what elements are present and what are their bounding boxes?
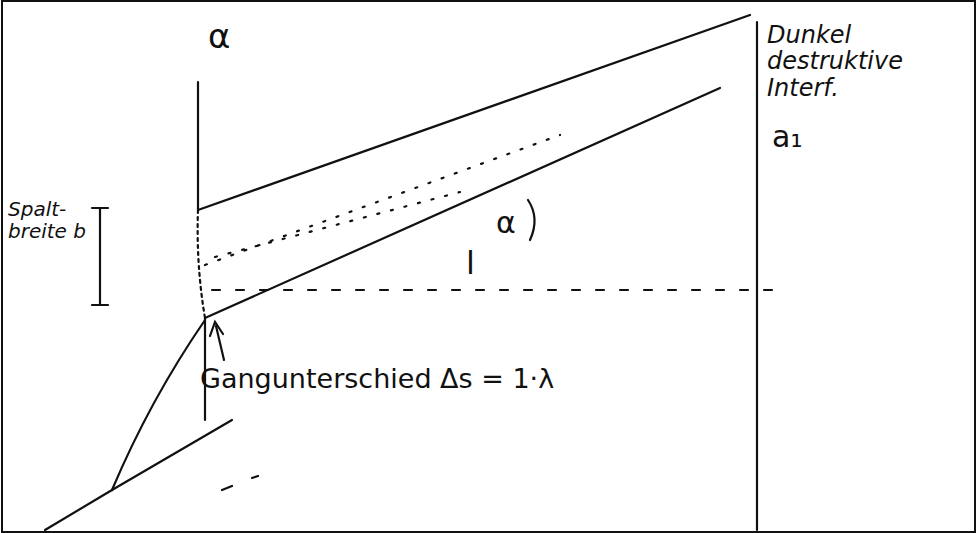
angle-arc [528,200,535,240]
ray-lower [205,88,720,318]
screen [756,22,758,530]
width-bracket [99,208,101,305]
path-difference-label: Gangunterschied Δs = 1·λ [200,364,680,394]
perspective-line [45,490,112,530]
ray-middle-dotted [205,135,560,265]
slit-width-label: Spalt- breite b [8,198,96,242]
wavefront [198,210,205,318]
perspective-curve [112,320,205,490]
bracket-tick [92,207,108,209]
dark-fringe-label: Dunkel destruktive Interf. [767,22,972,101]
slit-wall-top [197,82,199,210]
perspective-line [112,420,232,490]
position-label: a₁ [772,120,842,153]
leader-arrowhead [210,322,223,336]
angle-label: α [496,206,530,239]
angle-label: α [208,18,248,55]
bracket-tick [92,304,108,306]
axis-dotted [212,289,780,291]
dots [222,476,258,490]
ray-dotted [215,192,460,257]
length-label: l [466,246,496,281]
